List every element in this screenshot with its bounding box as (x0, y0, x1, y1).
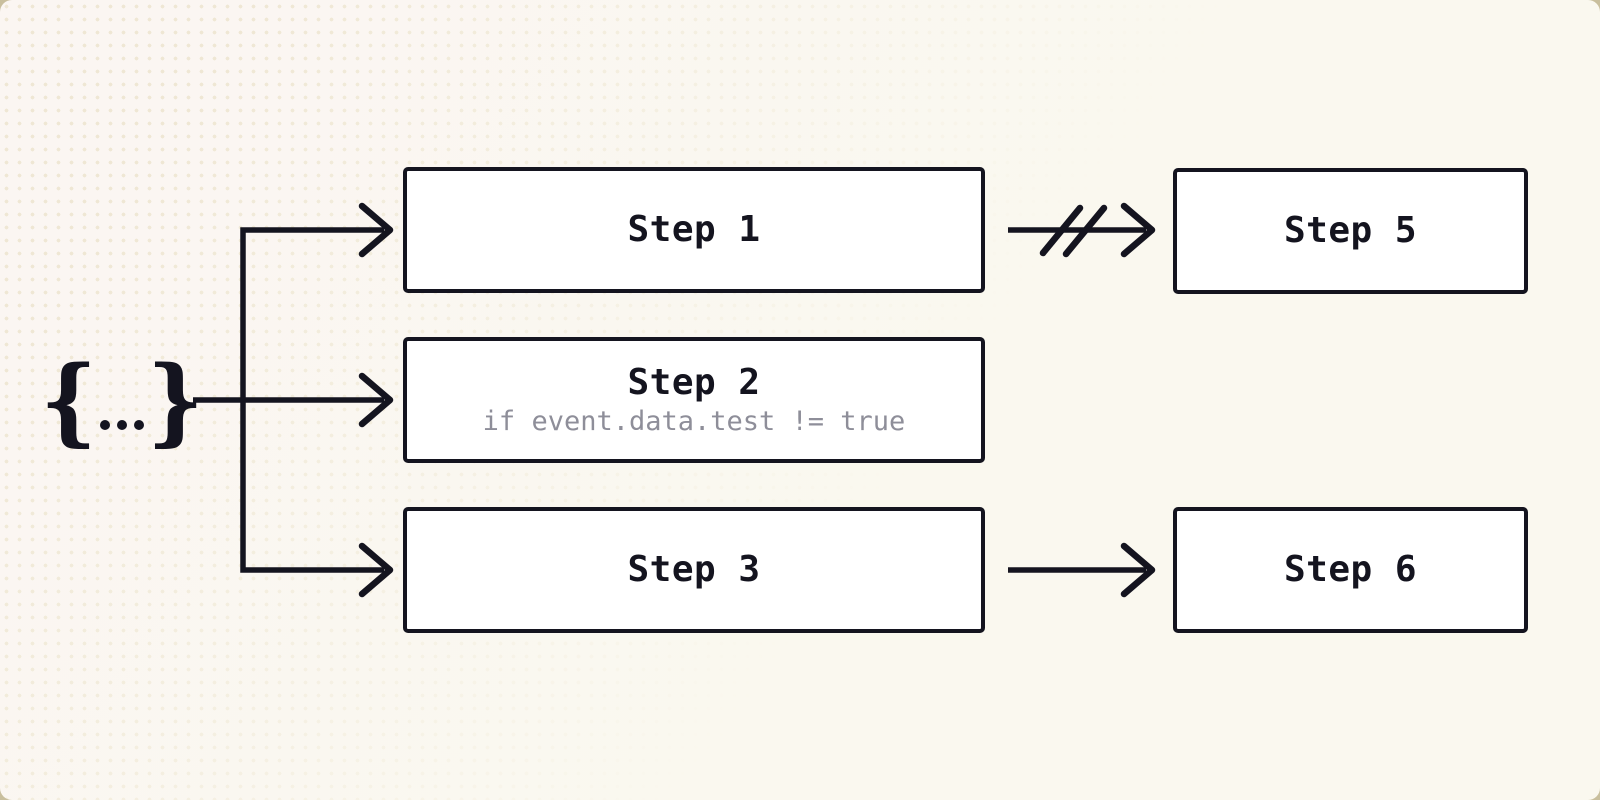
edge-source-to-step3-arrowhead (358, 542, 394, 598)
edge-source-branch-trunk (240, 227, 384, 573)
close-brace-glyph: } (147, 343, 204, 457)
cancel-slash-marks (1039, 204, 1108, 258)
step-6-label: Step 6 (1283, 549, 1418, 591)
step-3-label: Step 3 (627, 549, 761, 591)
open-brace-glyph: { (40, 343, 97, 457)
step-1-label: Step 1 (627, 209, 761, 251)
ellipsis-dots-glyph (100, 420, 144, 454)
edge-step3-to-step6 (1008, 542, 1156, 598)
event-payload-symbol: { } (40, 346, 203, 454)
edge-source-to-step2 (193, 372, 394, 428)
node-step-3: Step 3 (403, 507, 985, 633)
node-step-5: Step 5 (1173, 168, 1528, 294)
step-5-label: Step 5 (1283, 210, 1418, 252)
edge-step1-to-step5-cancelled (1008, 202, 1156, 258)
edge-source-to-step1-arrowhead (358, 202, 394, 258)
step-2-label: Step 2 (627, 361, 761, 403)
step-2-condition: if event.data.test != true (482, 406, 906, 437)
node-step-6: Step 6 (1173, 507, 1528, 633)
node-step-1: Step 1 (403, 167, 985, 293)
node-step-2: Step 2 if event.data.test != true (403, 337, 985, 463)
